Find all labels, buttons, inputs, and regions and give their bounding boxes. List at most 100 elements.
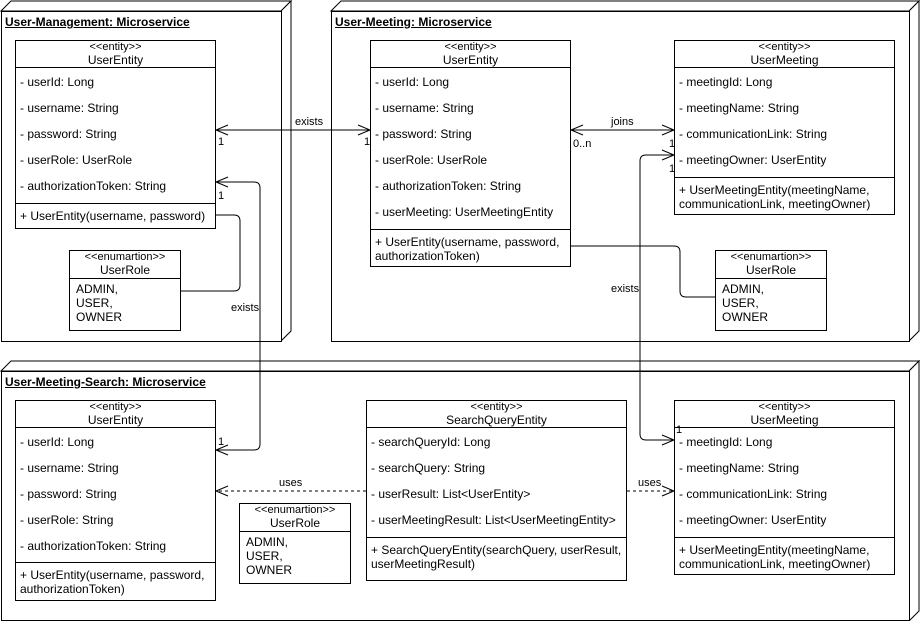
method: + UserEntity(username, password) bbox=[20, 209, 206, 223]
class-name: UserRole bbox=[99, 263, 150, 277]
stereotype: <<entity>> bbox=[470, 401, 523, 413]
methods: + UserMeetingEntity(meetingName, communi… bbox=[675, 537, 894, 574]
stereotype: <<entity>> bbox=[444, 41, 497, 53]
attribute: - password: String bbox=[20, 487, 117, 501]
attribute: - userId: Long bbox=[20, 435, 95, 449]
stereotype: <<entity>> bbox=[758, 401, 811, 413]
class-user-entity-search[interactable]: <<entity>> UserEntity - userId: Long - u… bbox=[15, 400, 216, 601]
multiplicity: 1 bbox=[669, 163, 676, 175]
attributes: - searchQueryId: Long - searchQuery: Str… bbox=[367, 427, 626, 537]
class-header: <<entity>> SearchQueryEntity bbox=[367, 401, 626, 427]
attribute: - userResult: List<UserEntity> bbox=[371, 487, 531, 501]
enum-values: ADMIN, USER, OWNER bbox=[716, 278, 826, 327]
stereotype: <<entity>> bbox=[89, 41, 142, 53]
multiplicity: 1 bbox=[218, 190, 225, 202]
attribute: - username: String bbox=[375, 101, 474, 115]
attribute: - meetingId: Long bbox=[679, 435, 773, 449]
class-header: <<entity>> UserEntity bbox=[16, 401, 215, 427]
attribute: - username: String bbox=[20, 101, 119, 115]
class-user-entity-meeting[interactable]: <<entity>> UserEntity - userId: Long - u… bbox=[370, 40, 571, 267]
attribute: - userMeeting: UserMeetingEntity bbox=[375, 205, 554, 219]
attribute: - meetingName: String bbox=[679, 461, 800, 475]
enum-value: OWNER bbox=[76, 310, 122, 324]
enum-values: ADMIN, USER, OWNER bbox=[240, 531, 350, 580]
label-uses-right: uses bbox=[638, 477, 662, 489]
label-exists-left: exists bbox=[231, 302, 260, 314]
class-name: UserRole bbox=[745, 263, 796, 277]
multiplicity: 0..n bbox=[573, 138, 592, 150]
enum-values: ADMIN, USER, OWNER bbox=[70, 278, 180, 327]
multiplicity: 1 bbox=[364, 136, 371, 148]
attribute: - password: String bbox=[20, 127, 117, 141]
class-name: UserEntity bbox=[442, 53, 499, 67]
class-header: <<enumartion>> UserRole bbox=[70, 251, 180, 278]
enum-value: USER, bbox=[722, 296, 759, 310]
class-name: UserEntity bbox=[87, 413, 144, 427]
frame-depth-user-meeting bbox=[329, 0, 921, 343]
class-header: <<enumartion>> UserRole bbox=[240, 504, 350, 531]
class-user-entity-management[interactable]: <<entity>> UserEntity - userId: Long - u… bbox=[15, 40, 216, 229]
enum-user-role-search[interactable]: <<enumartion>> UserRole ADMIN, USER, OWN… bbox=[239, 503, 351, 584]
method: + UserMeetingEntity(meetingName, communi… bbox=[679, 543, 871, 571]
label-joins: joins bbox=[611, 116, 634, 128]
attribute: - userRole: UserRole bbox=[375, 153, 488, 167]
multiplicity: 1 bbox=[676, 424, 683, 436]
label-uses-left: uses bbox=[279, 477, 303, 489]
enum-user-role-management[interactable]: <<enumartion>> UserRole ADMIN, USER, OWN… bbox=[69, 250, 181, 331]
class-name: UserMeeting bbox=[750, 413, 819, 427]
class-name: SearchQueryEntity bbox=[446, 413, 547, 427]
attribute: - password: String bbox=[375, 127, 472, 141]
attribute: - authorizationToken: String bbox=[375, 179, 522, 193]
methods: + SearchQueryEntity(searchQuery, userRes… bbox=[367, 537, 626, 574]
attributes: - userId: Long - username: String - pass… bbox=[16, 427, 215, 562]
class-header: <<entity>> UserMeeting bbox=[675, 401, 894, 427]
class-header: <<entity>> UserEntity bbox=[371, 41, 570, 67]
attribute: - userId: Long bbox=[20, 75, 95, 89]
enum-value: ADMIN, bbox=[246, 535, 288, 549]
enum-value: OWNER bbox=[246, 563, 292, 577]
class-name: UserMeeting bbox=[750, 53, 819, 67]
stereotype: <<enumartion>> bbox=[254, 504, 336, 516]
class-header: <<enumartion>> UserRole bbox=[716, 251, 826, 278]
attribute: - userMeetingResult: List<UserMeetingEnt… bbox=[371, 513, 616, 527]
class-name: UserEntity bbox=[87, 53, 144, 67]
attribute: - userRole: String bbox=[20, 513, 114, 527]
attribute: - communicationLink: String bbox=[679, 487, 828, 501]
methods: + UserEntity(username, password, authori… bbox=[16, 562, 215, 599]
label-exists-top: exists bbox=[295, 116, 324, 128]
class-name: UserRole bbox=[269, 516, 320, 530]
method: + UserEntity(username, password, authori… bbox=[20, 568, 205, 596]
class-header: <<entity>> UserEntity bbox=[16, 41, 215, 67]
attributes: - meetingId: Long - meetingName: String … bbox=[675, 427, 894, 537]
frame-title: User-Meeting: Microservice bbox=[335, 15, 492, 29]
label-exists-right: exists bbox=[611, 283, 640, 295]
multiplicity: 1 bbox=[218, 436, 225, 448]
frame-title: User-Management: Microservice bbox=[5, 15, 190, 29]
attribute: - authorizationToken: String bbox=[20, 539, 167, 553]
class-user-meeting-meeting[interactable]: <<entity>> UserMeeting - meetingId: Long… bbox=[674, 40, 895, 215]
class-header: <<entity>> UserMeeting bbox=[675, 41, 894, 67]
attributes: - userId: Long - username: String - pass… bbox=[16, 67, 215, 203]
attributes: - userId: Long - username: String - pass… bbox=[371, 67, 570, 229]
attribute: - meetingOwner: UserEntity bbox=[679, 153, 827, 167]
method: + SearchQueryEntity(searchQuery, userRes… bbox=[371, 543, 622, 571]
stereotype: <<enumartion>> bbox=[730, 251, 812, 263]
stereotype: <<entity>> bbox=[89, 401, 142, 413]
method: + UserMeetingEntity(meetingName, communi… bbox=[679, 183, 871, 211]
enum-value: OWNER bbox=[722, 310, 768, 324]
enum-value: ADMIN, bbox=[76, 282, 118, 296]
methods: + UserEntity(username, password) bbox=[16, 203, 215, 226]
attribute: - meetingOwner: UserEntity bbox=[679, 513, 827, 527]
stereotype: <<enumartion>> bbox=[84, 251, 166, 263]
attributes: - meetingId: Long - meetingName: String … bbox=[675, 67, 894, 177]
attribute: - username: String bbox=[20, 461, 119, 475]
enum-user-role-meeting[interactable]: <<enumartion>> UserRole ADMIN, USER, OWN… bbox=[715, 250, 827, 331]
attribute: - meetingId: Long bbox=[679, 75, 773, 89]
attribute: - meetingName: String bbox=[679, 101, 800, 115]
stereotype: <<entity>> bbox=[758, 41, 811, 53]
multiplicity: 1 bbox=[669, 138, 676, 150]
class-user-meeting-search[interactable]: <<entity>> UserMeeting - meetingId: Long… bbox=[674, 400, 895, 575]
class-search-query-entity[interactable]: <<entity>> SearchQueryEntity - searchQue… bbox=[366, 400, 627, 581]
methods: + UserMeetingEntity(meetingName, communi… bbox=[675, 177, 894, 214]
attribute: - searchQuery: String bbox=[371, 461, 486, 475]
